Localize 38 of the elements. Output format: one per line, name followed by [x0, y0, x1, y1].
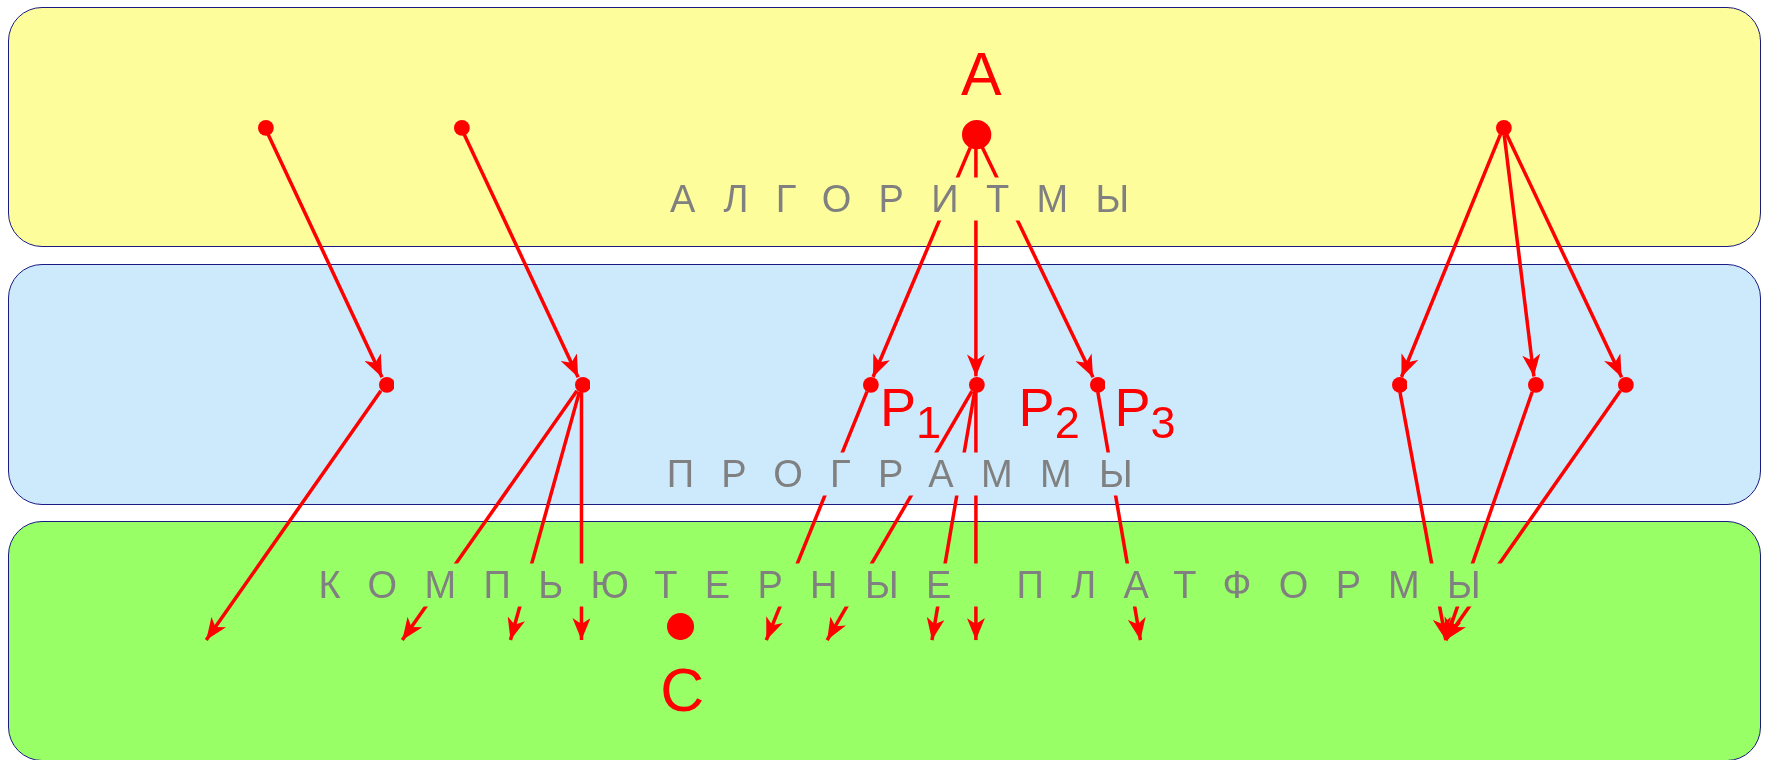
arrow [1096, 391, 1146, 641]
point-label: P$_{1}$ [879, 379, 942, 445]
arrow [1398, 391, 1451, 641]
point-marker [378, 377, 395, 394]
arrow [871, 146, 972, 378]
point-marker [574, 377, 591, 394]
arrow [572, 392, 591, 641]
arrow [1444, 389, 1622, 642]
point-marker [863, 377, 879, 394]
arrow [764, 390, 869, 641]
arrow [825, 390, 974, 641]
point-marker [1496, 120, 1513, 137]
point-label: P$_{3}$ [1114, 379, 1176, 445]
arrow [507, 391, 582, 641]
arrow [400, 389, 579, 642]
point-label: C [660, 660, 705, 722]
layer-band [7, 263, 1762, 505]
arrow [204, 389, 383, 642]
point-marker [257, 120, 274, 137]
layer-band [7, 520, 1762, 760]
point-marker [1618, 377, 1634, 394]
point-marker [454, 120, 470, 137]
arrow [266, 133, 384, 378]
layer-band [7, 6, 1762, 247]
arrow [462, 133, 580, 378]
arrow [1399, 134, 1502, 378]
point-marker [969, 377, 985, 394]
point-label: P$_{2}$ [1018, 379, 1080, 445]
arrow [926, 391, 977, 641]
arrow [980, 146, 1095, 378]
point-label: A [961, 43, 1002, 105]
point-marker [1391, 377, 1408, 394]
point-marker [667, 612, 694, 640]
point-marker [962, 120, 992, 150]
arrow [1505, 133, 1624, 378]
point-marker [1527, 377, 1544, 394]
point-marker [1089, 377, 1106, 394]
arrow [1502, 134, 1541, 377]
